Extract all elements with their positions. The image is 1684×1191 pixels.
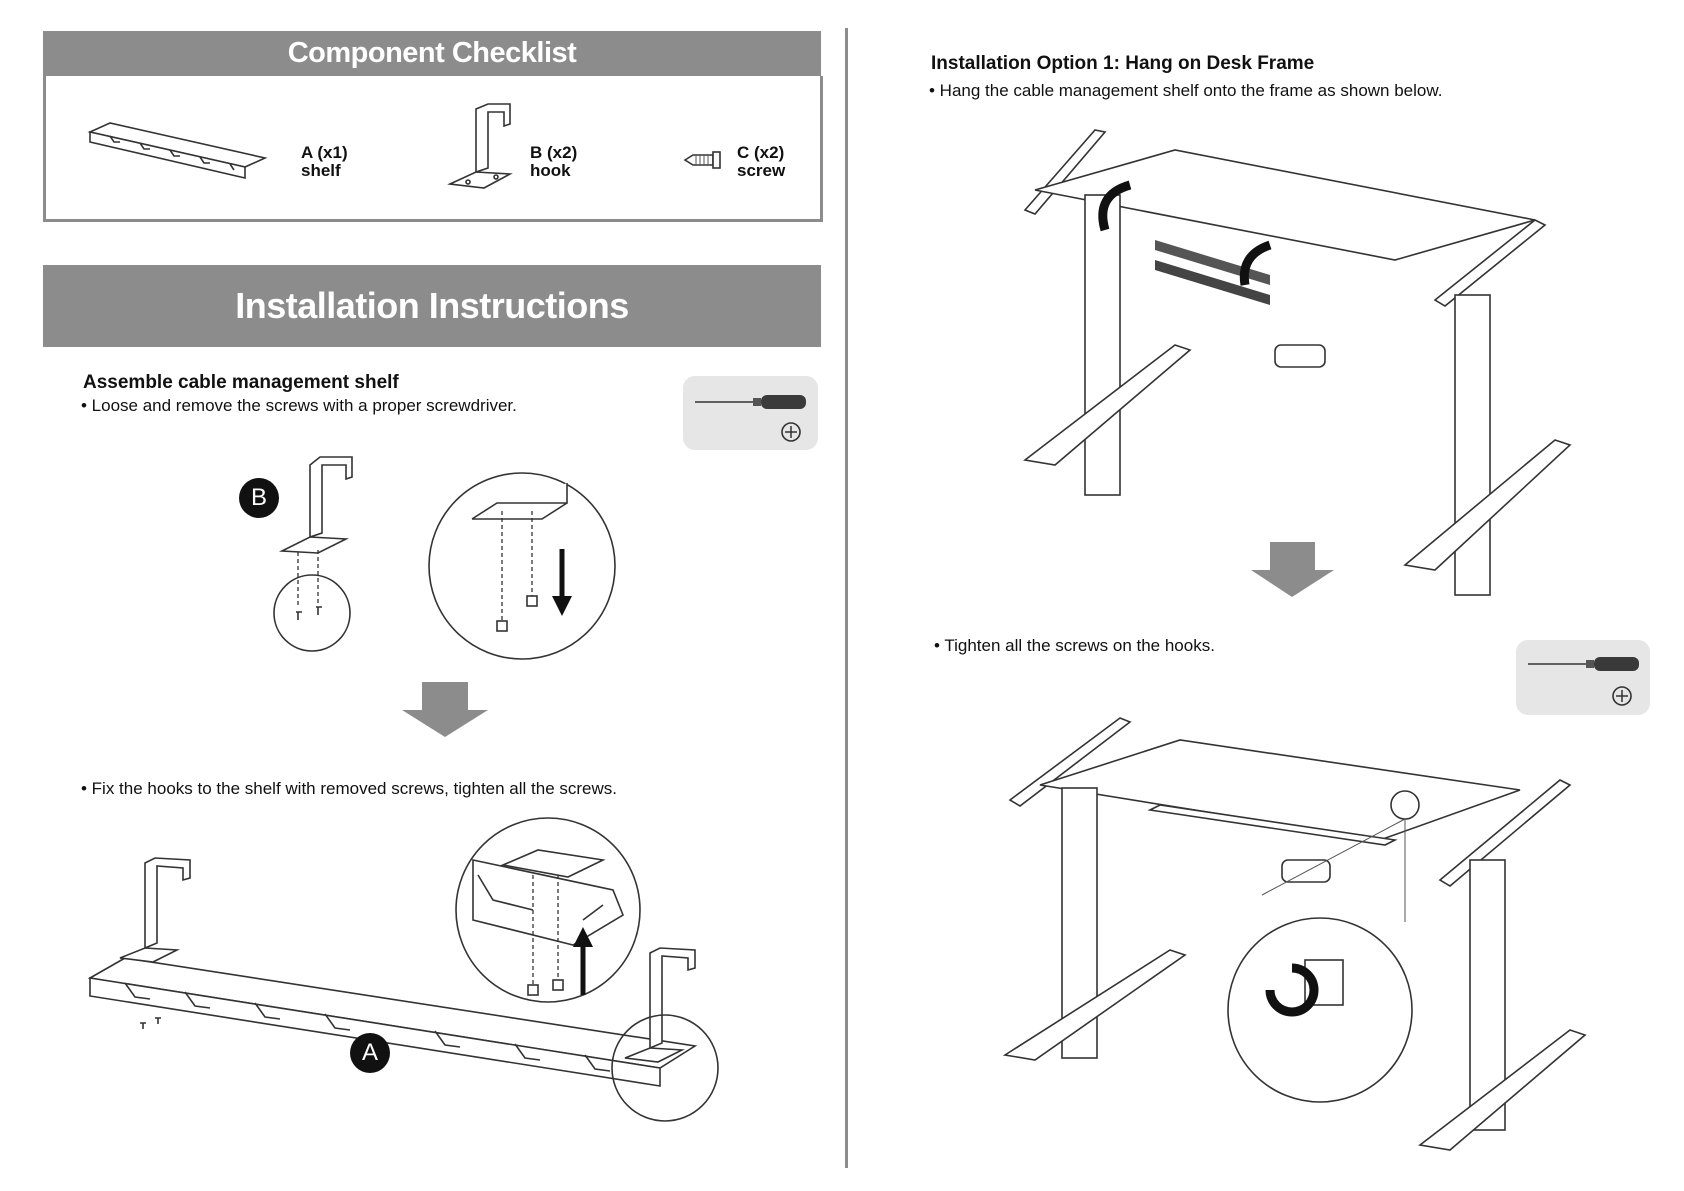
phillips-head-icon bbox=[781, 422, 801, 442]
desk-frame-hang-illustration bbox=[1023, 129, 1572, 596]
part-a-code: A (x1) bbox=[301, 143, 348, 162]
phillips-head-icon bbox=[1612, 686, 1632, 706]
part-a-name: shelf bbox=[301, 161, 341, 180]
desk-frame-tighten-illustration bbox=[1002, 717, 1587, 1151]
shelf-part-illustration bbox=[87, 122, 268, 180]
part-c-name: screw bbox=[737, 161, 786, 180]
option1-heading: Installation Option 1: Hang on Desk Fram… bbox=[931, 53, 1315, 74]
part-b-code: B (x2) bbox=[530, 143, 578, 162]
tool-box-left bbox=[683, 376, 818, 450]
hook-part-illustration bbox=[447, 103, 513, 189]
arrow-down-icon bbox=[1251, 542, 1334, 597]
arrow-down-icon bbox=[402, 682, 488, 737]
hook-screw-removal-illustration bbox=[273, 456, 353, 652]
hook-detail-circle bbox=[428, 472, 616, 660]
page-divider bbox=[845, 28, 848, 1168]
tool-box-right bbox=[1516, 640, 1650, 715]
screw-part-illustration bbox=[683, 151, 721, 169]
badge-b: B bbox=[239, 478, 279, 518]
shelf-with-hooks-illustration bbox=[87, 857, 719, 1122]
part-c-code: C (x2) bbox=[737, 143, 785, 162]
assemble-step-1: • Loose and remove the screws with a pro… bbox=[81, 396, 517, 415]
badge-a: A bbox=[350, 1033, 390, 1073]
checklist-panel bbox=[43, 76, 823, 222]
part-b-name: hook bbox=[530, 161, 571, 180]
installation-title: Installation Instructions bbox=[43, 265, 821, 347]
assemble-heading: Assemble cable management shelf bbox=[83, 372, 399, 393]
option1-step-1: • Hang the cable management shelf onto t… bbox=[929, 81, 1443, 100]
checklist-title: Component Checklist bbox=[43, 31, 821, 76]
screwdriver-icon bbox=[1528, 657, 1639, 671]
assemble-step-2: • Fix the hooks to the shelf with remove… bbox=[81, 779, 618, 798]
shelf-detail-circle bbox=[455, 817, 641, 1003]
option1-step-2: • Tighten all the screws on the hooks. bbox=[934, 636, 1215, 655]
screwdriver-icon bbox=[695, 395, 806, 409]
